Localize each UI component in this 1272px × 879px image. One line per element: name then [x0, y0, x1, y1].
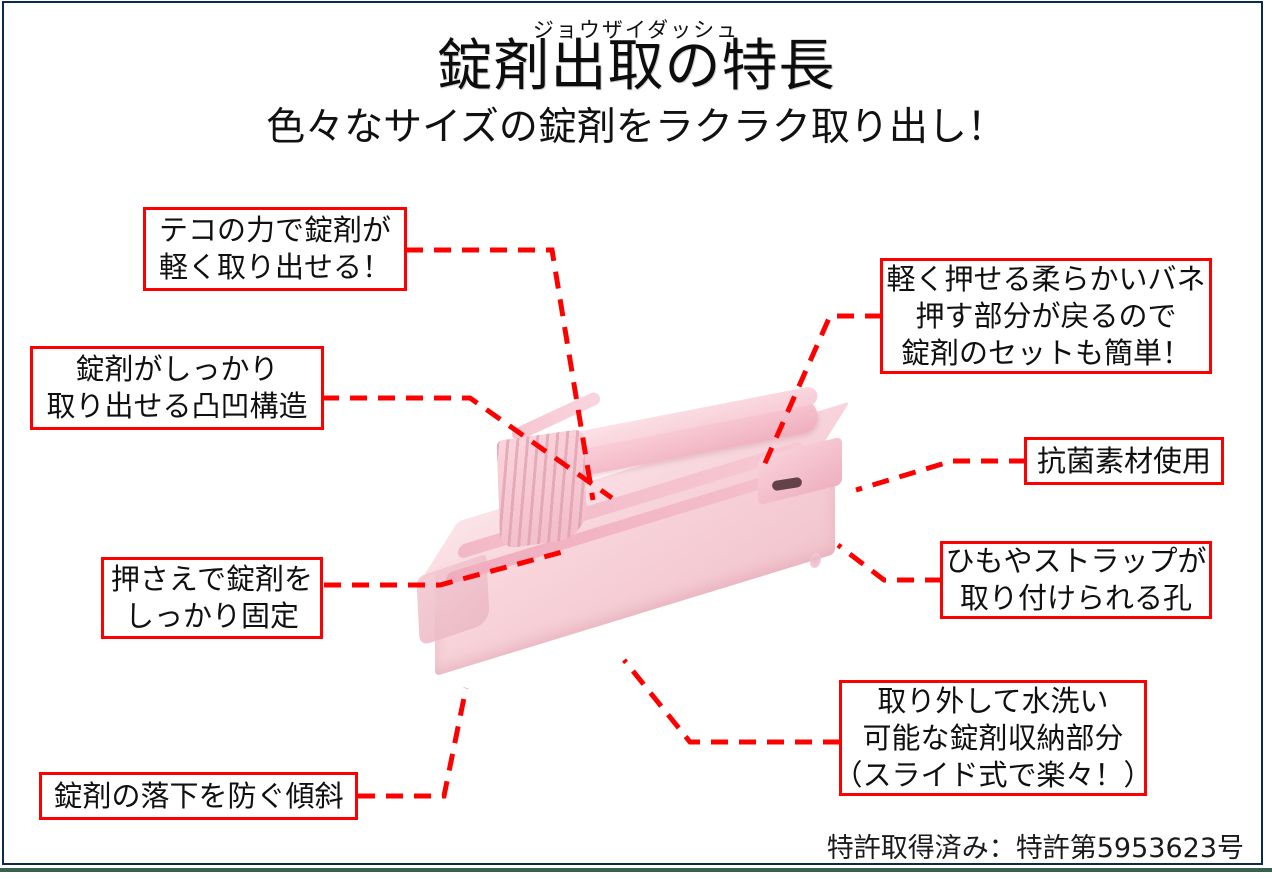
product-strap-hole	[810, 551, 821, 570]
callout-line: 軽く取り出せる！	[158, 250, 391, 284]
callout-textured-structure[interactable]: 錠剤がしっかり 取り出せる凸凹構造	[30, 346, 324, 430]
callout-line: しっかり固定	[124, 599, 299, 633]
page-bottom-rule	[0, 868, 1272, 872]
callout-antibacterial-material[interactable]: 抗菌素材使用	[1024, 437, 1224, 485]
callout-line: 錠剤の落下を防ぐ傾斜	[53, 778, 344, 813]
callout-line: 錠剤がしっかり	[75, 352, 279, 386]
callout-line: 抗菌素材使用	[1036, 443, 1211, 478]
callout-line: 取り出せる凸凹構造	[46, 389, 308, 423]
callout-presser-fix[interactable]: 押さえで錠剤を しっかり固定	[101, 557, 323, 639]
callout-strap-hole[interactable]: ひもやストラップが 取り付けられる孔	[940, 541, 1212, 619]
callout-anti-drop-slope[interactable]: 錠剤の落下を防ぐ傾斜	[39, 772, 358, 820]
patent-note: 特許取得済み：特許第5953623号	[826, 833, 1244, 864]
callout-line: （スライド式で楽々！）	[833, 757, 1153, 792]
callout-line: 可能な錠剤収納部分	[862, 720, 1124, 755]
callout-line: 軽く押せる柔らかいバネ	[886, 261, 1206, 296]
callout-line: 取り付けられる孔	[959, 581, 1192, 615]
callout-line: 押す部分が戻るので	[915, 298, 1177, 333]
title-ruby-reading: ジョウザイダッシュ	[532, 18, 740, 42]
callout-line: 押さえで錠剤を	[110, 562, 314, 596]
page-subtitle: 色々なサイズの錠剤をラクラク取り出し！	[266, 105, 1006, 150]
callout-soft-spring[interactable]: 軽く押せる柔らかいバネ 押す部分が戻るので 錠剤のセットも簡単！	[880, 258, 1212, 374]
callout-line: 取り外して水洗い	[877, 683, 1109, 718]
product-ridged-thumb-pad	[496, 428, 588, 550]
callout-line: ひもやストラップが	[945, 544, 1207, 578]
callout-washable-tray[interactable]: 取り外して水洗い 可能な錠剤収納部分 （スライド式で楽々！）	[834, 680, 1153, 796]
callout-line: テコの力で錠剤が	[158, 213, 391, 247]
page-title: 錠剤出取の特長	[436, 34, 836, 99]
callout-lever-force[interactable]: テコの力で錠剤が 軽く取り出せる！	[143, 207, 407, 291]
callout-line: 錠剤のセットも簡単！	[900, 335, 1191, 370]
